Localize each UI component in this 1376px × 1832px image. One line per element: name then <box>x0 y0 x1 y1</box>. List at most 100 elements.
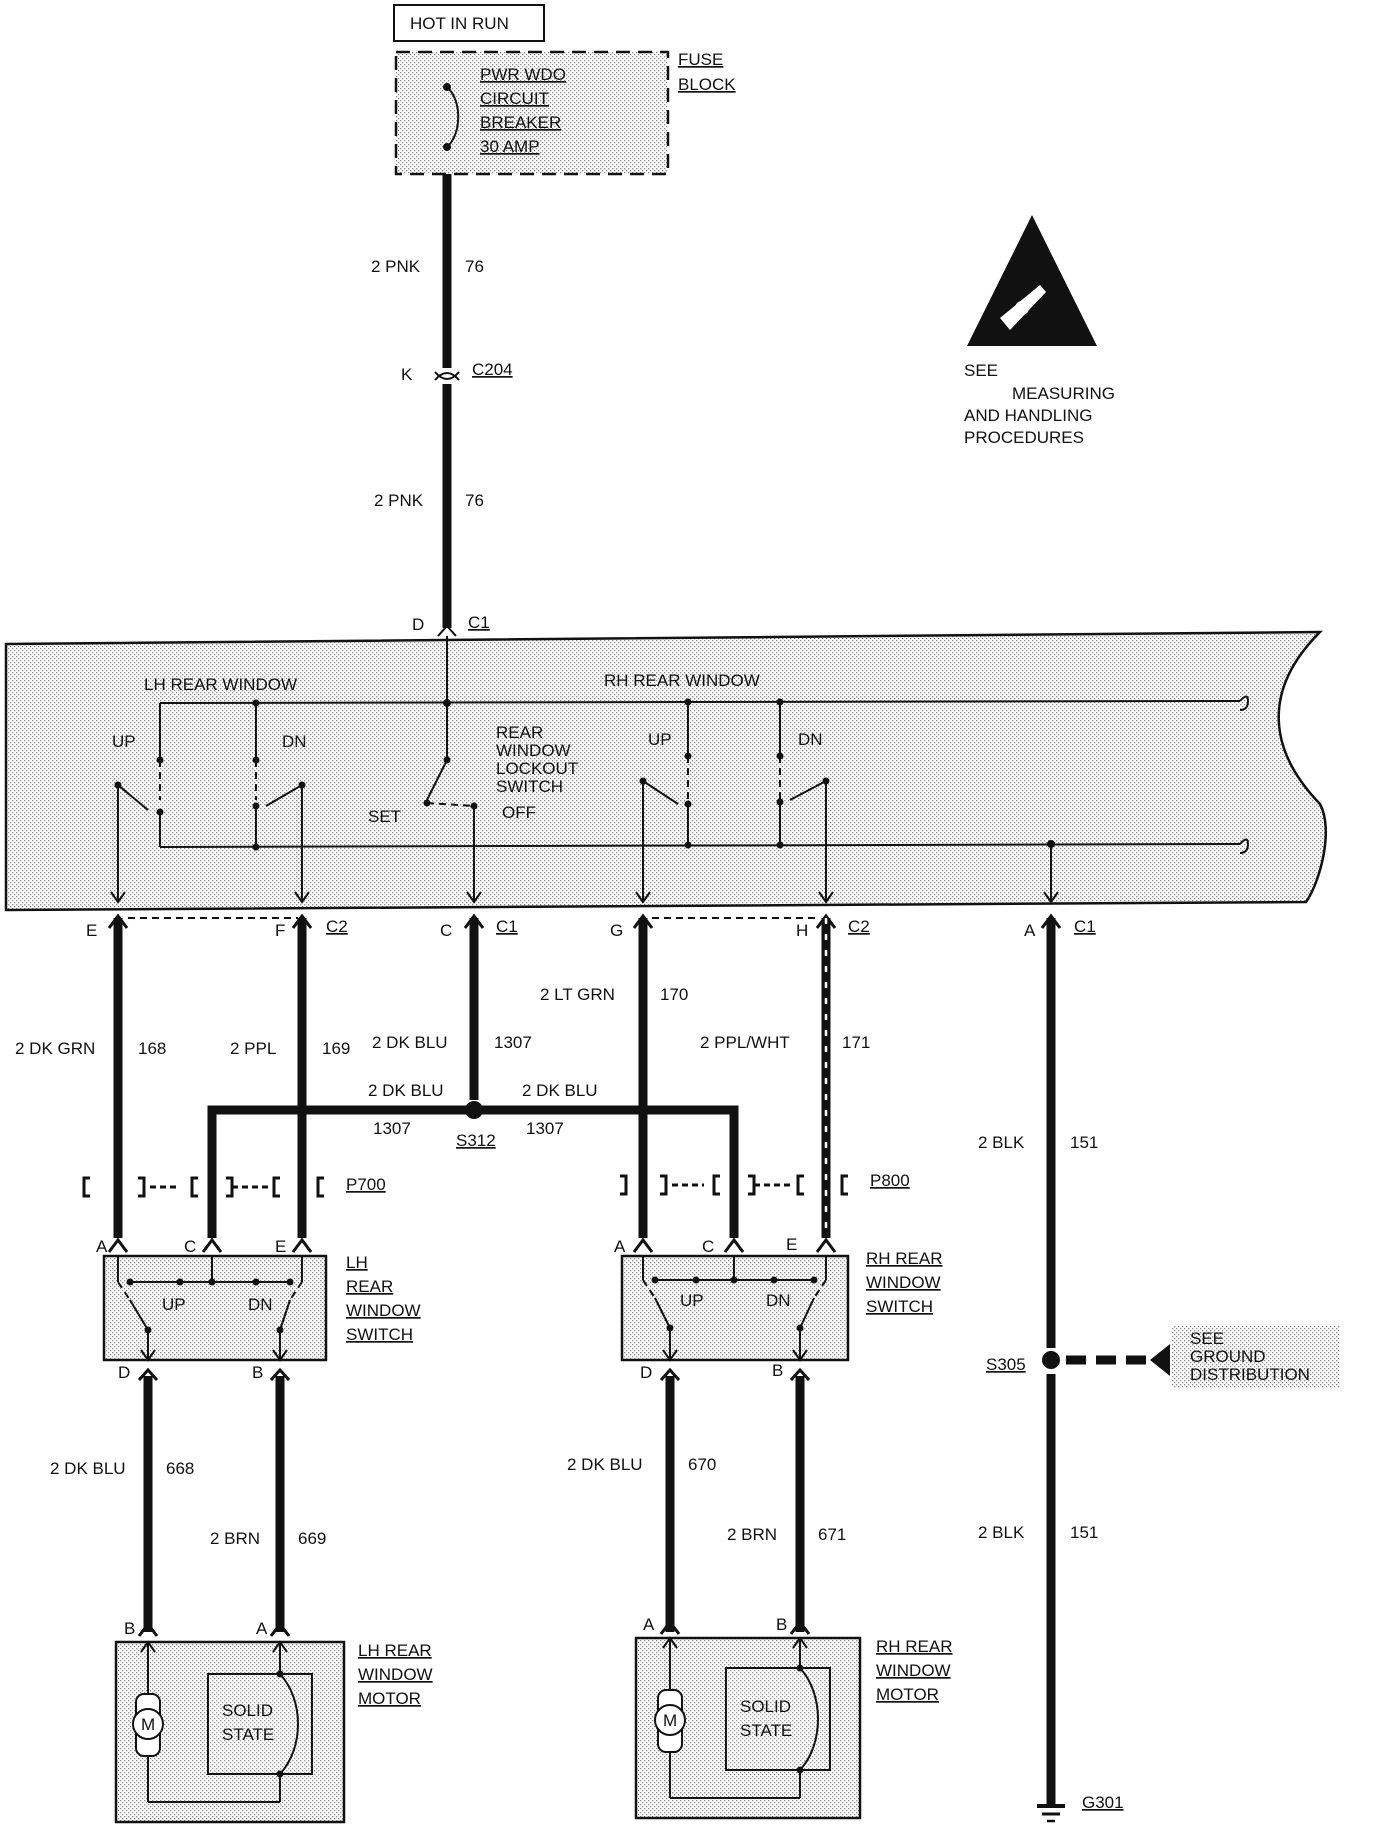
p700-connector-shell <box>82 1176 324 1198</box>
lh-switch-pin-b: B <box>252 1363 263 1382</box>
ground-distribution-box <box>1172 1326 1340 1388</box>
esd-text-4: PROCEDURES <box>964 428 1084 447</box>
wire-668-color: 2 DK BLU <box>50 1459 126 1478</box>
breaker-line-1: PWR WDO <box>480 65 566 84</box>
rh-motor-solid: SOLID <box>740 1697 791 1716</box>
wire-1307-left-circuit: 1307 <box>373 1119 411 1138</box>
rh-switch-dn: DN <box>766 1291 791 1310</box>
rh-switch-up: UP <box>680 1291 704 1310</box>
lh-motor-label-2: WINDOW <box>358 1665 433 1684</box>
conn-c1-mid: C1 <box>496 917 518 936</box>
wire-1307-right-circuit: 1307 <box>526 1119 564 1138</box>
hot-in-run-box <box>393 4 545 42</box>
wire-151-lower-circuit: 151 <box>1070 1523 1098 1542</box>
lockout-line-2: WINDOW <box>496 741 571 760</box>
wire-1307-left-color: 2 DK BLU <box>368 1081 444 1100</box>
fuse-block-label-1: FUSE <box>678 50 723 69</box>
wire-76-upper-color: 2 PNK <box>371 257 421 276</box>
lh-switch-pin-e: E <box>275 1237 286 1256</box>
wire-669-color: 2 BRN <box>210 1529 260 1548</box>
lh-motor-label-3: MOTOR <box>358 1689 421 1708</box>
esd-warning-icon <box>967 215 1097 346</box>
p700-label: P700 <box>346 1175 386 1194</box>
lh-switch-top-chevrons <box>107 1237 313 1253</box>
lockout-line-1: REAR <box>496 723 543 742</box>
wire-169-circuit: 169 <box>322 1039 350 1058</box>
lh-switch-pin-d: D <box>118 1363 130 1382</box>
wire-670-color: 2 DK BLU <box>567 1455 643 1474</box>
splice-s312-label: S312 <box>456 1131 496 1150</box>
splice-s305 <box>1042 1351 1060 1369</box>
rh-motor-state: STATE <box>740 1721 792 1740</box>
fuse-block-label-2: BLOCK <box>678 75 736 94</box>
lh-switch-pin-c: C <box>184 1237 196 1256</box>
rh-motor-label-3: MOTOR <box>876 1685 939 1704</box>
lh-switch-dn: DN <box>248 1295 273 1314</box>
lh-motor-pin-a: A <box>256 1619 268 1638</box>
rh-switch-internals <box>642 1256 827 1360</box>
breaker-line-3: BREAKER <box>480 113 561 132</box>
circuit-breaker-symbol <box>443 83 460 151</box>
lh-switch-up: UP <box>162 1295 186 1314</box>
rh-switch-label-1: RH REAR <box>866 1249 943 1268</box>
pin-chevrons-top <box>107 913 1062 929</box>
ground-see-3: DISTRIBUTION <box>1190 1365 1310 1384</box>
rh-switch-label-3: SWITCH <box>866 1297 933 1316</box>
lh-motor-pin-b: B <box>124 1619 135 1638</box>
rh-switch-output-chevrons <box>659 1367 811 1382</box>
wire-151-lower-color: 2 BLK <box>978 1523 1025 1542</box>
rh-switch-pin-b: B <box>772 1361 783 1380</box>
rh-switch-bottom-arrows <box>662 1349 808 1362</box>
lh-switch-bottom-arrows <box>140 1349 288 1362</box>
rh-rear-window-title: RH REAR WINDOW <box>604 671 760 690</box>
rh-switch-pin-d: D <box>640 1363 652 1382</box>
master-conn-c1-top: C1 <box>468 613 490 632</box>
pin-a-label: A <box>1024 921 1036 940</box>
lh-motor-internals <box>140 1640 313 1803</box>
wire-668-circuit: 668 <box>166 1459 194 1478</box>
master-input-arrow <box>437 624 457 637</box>
lh-switch-label-4: SWITCH <box>346 1325 413 1344</box>
master-lower-bus <box>159 843 1241 848</box>
ground-distribution-arrow <box>1150 1344 1170 1376</box>
conn-c2-left: C2 <box>326 917 348 936</box>
lh-rear-window-title: LH REAR WINDOW <box>144 675 297 694</box>
rh-motor-pin-a: A <box>643 1615 655 1634</box>
p800-connector-shell <box>620 1174 848 1196</box>
rh-motor-label-2: WINDOW <box>876 1661 951 1680</box>
wire-671-color: 2 BRN <box>727 1525 777 1544</box>
ground-see-1: SEE <box>1190 1329 1224 1348</box>
lh-dn-switch-contact <box>252 699 310 904</box>
wire-171-circuit: 171 <box>842 1033 870 1052</box>
lh-dn-label: DN <box>282 732 307 751</box>
rh-up-switch-contact <box>635 698 692 904</box>
lockout-line-4: SWITCH <box>496 777 563 796</box>
wire-169-color: 2 PPL <box>230 1039 276 1058</box>
p800-label: P800 <box>870 1171 910 1190</box>
c204-connector-symbol <box>434 371 460 381</box>
c204-pin: K <box>401 365 413 384</box>
rh-switch-pin-c: C <box>702 1237 714 1256</box>
splice-s312 <box>465 1101 483 1119</box>
lh-motor-solid: SOLID <box>222 1701 273 1720</box>
lh-switch-label-2: REAR <box>346 1277 393 1296</box>
pin-f-label: F <box>275 921 285 940</box>
esd-text-2: MEASURING <box>1012 384 1115 403</box>
bus-break-lower <box>1239 838 1250 854</box>
wire-1307-lh-branch <box>207 1105 474 1238</box>
wire-671-circuit: 671 <box>818 1525 846 1544</box>
ground-g301-symbol <box>1037 1804 1065 1823</box>
wire-171-color: 2 PPL/WHT <box>700 1033 790 1052</box>
lh-switch-label-3: WINDOW <box>346 1301 421 1320</box>
conn-c2-right: C2 <box>848 917 870 936</box>
wire-170-color: 2 LT GRN <box>540 985 615 1004</box>
bus-break-upper <box>1239 695 1250 711</box>
wire-170-circuit: 170 <box>660 985 688 1004</box>
rh-switch-pin-e: E <box>786 1235 797 1254</box>
wire-76-lower-color: 2 PNK <box>374 491 424 510</box>
rh-motor-m: M <box>663 1711 677 1730</box>
lh-switch-pin-a: A <box>96 1237 108 1256</box>
rh-motor-internals <box>662 1636 831 1799</box>
hot-in-run-label: HOT IN RUN <box>410 14 509 33</box>
